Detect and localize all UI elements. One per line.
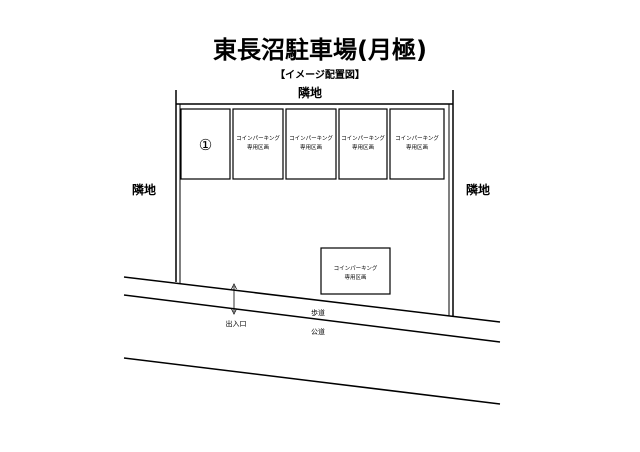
space-label-line2: 専用区画 (247, 143, 269, 151)
space-label-line1: コインパーキング (289, 134, 333, 142)
sidewalk-edge-lower (123, 294, 501, 343)
space-label-line2: 専用区画 (300, 143, 322, 151)
neighbor-right-label: 隣地 (466, 182, 490, 197)
road-edge-far (123, 357, 501, 405)
parking-space-coin-2: コインパーキング 専用区画 (285, 108, 337, 180)
sidewalk-edge-upper (123, 276, 501, 323)
parking-space-coin-center: コインパーキング 専用区画 (320, 247, 391, 295)
space-label-line2: 専用区画 (344, 273, 366, 281)
parking-space-coin-3: コインパーキング 専用区画 (338, 108, 388, 180)
space-label-line1: コインパーキング (334, 264, 378, 272)
parking-space-coin-4: コインパーキング 専用区画 (389, 108, 445, 180)
space-label-line2: 専用区画 (406, 143, 428, 151)
parking-space-1: ① (180, 108, 231, 180)
neighbor-left-label: 隣地 (132, 182, 156, 197)
sidewalk-label: 歩道 (311, 308, 325, 317)
diagram-title: 東長沼駐車場(月極) (213, 36, 427, 64)
space-label-line1: コインパーキング (341, 134, 385, 142)
space-label-line1: コインパーキング (236, 134, 280, 142)
space-label-line2: 専用区画 (352, 143, 374, 151)
parking-space-coin-1: コインパーキング 専用区画 (232, 108, 284, 180)
space-label-line1: コインパーキング (395, 134, 439, 142)
road-label: 公道 (311, 327, 325, 336)
entrance-label: 出入口 (226, 319, 247, 328)
neighbor-top-label: 隣地 (298, 85, 322, 100)
entrance-arrow (231, 283, 237, 315)
parking-space-1-number: ① (199, 136, 212, 154)
diagram-subtitle: 【イメージ配置図】 (275, 68, 365, 81)
